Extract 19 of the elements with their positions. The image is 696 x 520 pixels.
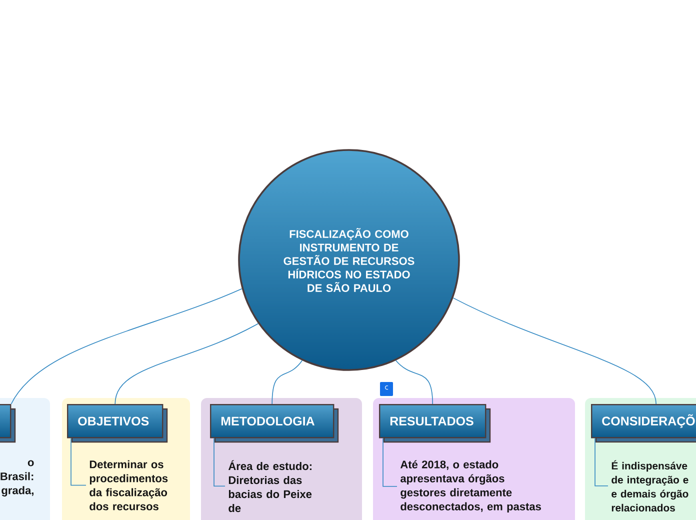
connector-line xyxy=(395,360,433,404)
connector-line xyxy=(114,323,259,404)
connector-line xyxy=(272,360,303,404)
note-text: Até 2018, o estado apresentava órgãos gestores diretamente desconectados, em pastas xyxy=(400,460,541,513)
connector-line xyxy=(214,438,226,487)
header-box: OBJETIVOS xyxy=(67,404,168,443)
header-box xyxy=(0,404,16,443)
connector-line xyxy=(594,438,608,486)
connector-line xyxy=(10,288,242,404)
header-box: METODOLOGIA xyxy=(210,404,339,443)
connector-line xyxy=(70,438,86,486)
note-text: É indispensáve de integração e e demais órgão relacionados xyxy=(612,460,688,512)
note-text: Determinar os procedimentos da fiscalização dos recursos xyxy=(90,460,168,510)
header-box: RESULTADOS xyxy=(379,404,491,443)
connector-line xyxy=(382,438,398,487)
header-box: CONSIDERAÇÕ xyxy=(591,404,696,443)
connector-line xyxy=(452,298,656,404)
note-text: Área de estudo: Diretorias das bacias do Peixe de xyxy=(228,460,312,512)
note-text: o Brasil: grada, xyxy=(0,460,34,496)
